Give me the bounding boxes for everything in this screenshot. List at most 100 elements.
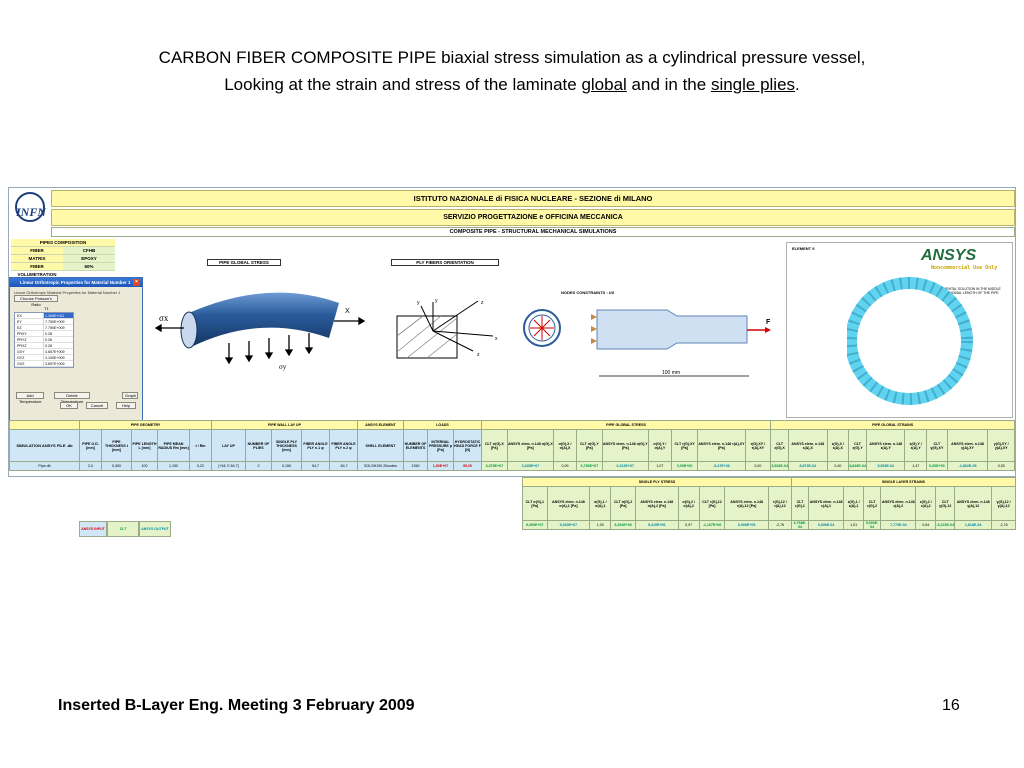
ply-strain-value: 1,01 (843, 520, 865, 530)
ok-button[interactable]: OK (60, 402, 78, 409)
single-ply-stress-title: SINGLE PLY STRESS (522, 477, 792, 487)
property-value[interactable]: 0.28 (43, 331, 73, 336)
nodes-constraints-label: NODES CONSTRAINTS : UX (561, 290, 615, 295)
property-row[interactable]: EZ 7.750E+009 (15, 325, 73, 331)
strain-col-header: ε(G),X / ε(A),X (826, 429, 850, 462)
group-wall-layup: PIPE WALL LAY UP (211, 420, 358, 430)
help-button[interactable]: Help (116, 402, 136, 409)
col-header: SHELL ELEMENT (357, 429, 404, 462)
property-row[interactable]: PRYZ 0.26 (15, 337, 73, 343)
delete-temperature-button[interactable]: Delete Temperature (54, 392, 90, 404)
title-line-2-text: Looking at the strain and stress of the … (224, 75, 582, 94)
group-header-row: SINGLE PLY STRESS SINGLE LAYER STRAINS (522, 477, 1017, 487)
col-header: SINGLE PLY THICKNESS [mm] (271, 429, 302, 462)
add-temperature-button[interactable]: Add Temperature (16, 392, 44, 404)
strain-col-header: CLT ε(G),Y (848, 429, 868, 462)
property-name: GXZ (17, 362, 25, 366)
stress-value: 0,99 (553, 461, 578, 471)
title-global-link: global (581, 75, 627, 94)
stress-value: 3,345E+07 (506, 461, 555, 471)
service-header: SERVIZIO PROGETTAZIONE e OFFICINA MECCAN… (51, 209, 1015, 226)
strain-value: 5,993E-04 (866, 461, 906, 471)
pipe-global-stress-label: PIPE GLOBAL STRESS (207, 259, 281, 266)
property-name: GYZ (17, 356, 25, 360)
value-cell: -54,7 (329, 461, 358, 471)
title-line-1: CARBON FIBER COMPOSITE PIPE biaxial stre… (158, 48, 866, 67)
cancel-button[interactable]: Cancel (86, 402, 108, 409)
pipe-stress-illustration: σx σy X (154, 292, 366, 371)
force-arrowhead (765, 327, 771, 333)
composition-key: FIBER VOLUMETRATION (11, 263, 63, 277)
ply-strain-value: -5,222E-04 (935, 520, 956, 530)
choose-poisson-button[interactable]: Choose Poisson's Ratio (14, 295, 58, 307)
col-header: FIBER ANGLE PLY n.2 φ (329, 429, 358, 462)
stress-col-header: τ(G),XY / τ(A),XY (744, 429, 772, 462)
ply-strain-value: 7,770E-04 (880, 520, 917, 530)
property-value[interactable]: 7.750E+009 (43, 325, 73, 330)
ply-stress-col-header: CLT τ(G),12 [Pa] (698, 486, 726, 521)
ply-stress-col-header: CLT σ(G),1 [Pa] (522, 486, 548, 521)
strain-value: 0,00 (987, 461, 1015, 471)
pipe-section-illustration: F 100 mm (523, 309, 771, 377)
ply-stress-value: 1,00 (589, 520, 612, 530)
stress-value: 3,375E+07 (481, 461, 508, 471)
slide-title: CARBON FIBER COMPOSITE PIPE biaxial stre… (0, 44, 1024, 98)
group-ansys-element: ANSYS ELEMENT (357, 420, 404, 430)
property-value[interactable]: 3.657E+009 (43, 361, 73, 366)
col-header: t / Rm (189, 429, 212, 462)
stress-value: 0,00E+00 (670, 461, 699, 471)
composition-value: CFHB (63, 247, 115, 254)
value-cell: 95,00 (453, 461, 482, 471)
strain-col-header: ANSYS elem. n.148 ε(A),Y (866, 429, 906, 462)
ply-orientation-illustration: y y z x z (396, 298, 498, 359)
property-name: PRYZ (17, 338, 27, 342)
pipe-composition-title-text: PIPES COMPOSITION (39, 240, 87, 245)
element-note: ELEMENTAL SOLUTION IN THE MIDDLE LONGITU… (937, 287, 1001, 295)
value-cell: 1,150 (157, 461, 190, 471)
stress-col-header: CLT σ(G),Y [Pa] (576, 429, 603, 462)
ply-stress-col-header: ANSYS elem. n.148 τ(A),12 [Pa] (724, 486, 769, 521)
pipe-side-view (596, 309, 748, 350)
col-header: NUMBER OF ELEMENTS (403, 429, 428, 462)
institute-header: ISTITUTO NAZIONALE di FISICA NUCLEARE - … (51, 190, 1015, 207)
close-icon[interactable]: × (133, 279, 140, 286)
property-row[interactable]: GYZ 3.100E+009 (15, 355, 73, 361)
property-value[interactable]: 0.26 (43, 337, 73, 342)
stress-col-header: ANSYS elem. n.148 σ(G),X [Pa] (506, 429, 555, 462)
ply-strain-value: 6,696E-04 (808, 520, 845, 530)
stress-value: -5,47E+06 (697, 461, 746, 471)
group-pipe-geometry: PIPE GEOMETRY (79, 420, 212, 430)
property-row[interactable]: GXZ 3.657E+009 (15, 361, 73, 367)
value-cell: 1,50E+07 (427, 461, 454, 471)
blank-cell (9, 420, 80, 430)
legend-ansys-output: ANSYS OUTPUT (139, 521, 171, 537)
axis-x2-label: x (495, 336, 498, 342)
title-single-plies-link: single plies (710, 75, 796, 94)
ply-stress-col-header: σ(G),1 / σ(A),1 (589, 486, 612, 521)
stress-value: 6,750E+07 (576, 461, 603, 471)
group-loads: LOADS (403, 420, 482, 430)
graph-button[interactable]: Graph (122, 392, 138, 399)
ply-strain-col-header: ANSYS elem. n.148 ε(A),1 (808, 486, 845, 521)
element-ring-illustration (847, 277, 973, 405)
property-value[interactable]: 3.100E+009 (43, 355, 73, 360)
sim-file-header: SIMULATION ANSYS FILE .db (9, 429, 80, 462)
value-cell: 0,22 (189, 461, 212, 471)
pipe-composition-title: PIPES COMPOSITION (11, 239, 115, 247)
footer-meeting-label: Inserted B-Layer Eng. Meeting 3 February… (58, 697, 415, 714)
property-value[interactable]: 0.28 (43, 343, 73, 348)
ply-stress-value: -1,167E+06 (698, 520, 726, 530)
property-name: EZ (17, 326, 22, 330)
property-value[interactable]: 3.657E+009 (43, 349, 73, 354)
property-value[interactable]: 1.306E+011 (43, 313, 73, 318)
constraint-markers (591, 314, 597, 344)
color-legend: ANSYS INPUT CLT ANSYS OUTPUT (79, 521, 171, 537)
property-value[interactable]: 7.750E+009 (43, 319, 73, 324)
